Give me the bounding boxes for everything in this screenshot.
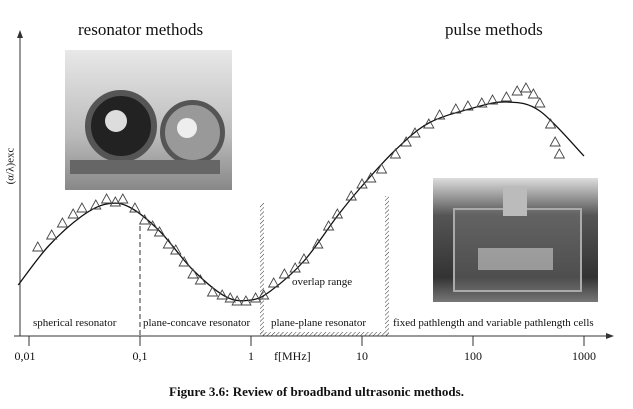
data-point-triangle (76, 202, 88, 213)
overlap-bottom-hatch (260, 332, 389, 336)
data-point-triangle (56, 217, 69, 228)
region-label-pathlength-cells: fixed pathlength and variable pathlength… (393, 317, 594, 329)
resonator-photo (65, 50, 232, 190)
data-point-triangle (500, 91, 513, 102)
data-point-triangle (520, 82, 532, 93)
data-point-triangle (312, 238, 324, 249)
data-point-triangle (216, 289, 228, 300)
heading-resonator-methods: resonator methods (78, 20, 204, 39)
data-point-triangle (231, 295, 243, 306)
data-point-triangle (257, 289, 270, 300)
overlap-left-hatch (260, 203, 264, 336)
data-point-triangle (365, 172, 377, 183)
data-point-triangle (375, 163, 388, 174)
x-tick-label: 1000 (572, 349, 596, 363)
data-point-triangle (289, 262, 301, 273)
data-point-triangle (549, 136, 561, 147)
data-point-triangle (544, 118, 557, 129)
data-point-triangle (146, 220, 159, 231)
data-point-triangle (138, 214, 151, 225)
data-point-triangle (462, 100, 474, 111)
data-point-triangle (90, 199, 102, 210)
heading-pulse-methods: pulse methods (445, 20, 543, 39)
region-label-spherical: spherical resonator (33, 317, 117, 329)
data-point-triangle (117, 193, 129, 204)
data-point-triangle (389, 148, 402, 159)
data-point-triangle (187, 268, 199, 279)
data-point-triangle (511, 85, 523, 96)
data-point-triangle (240, 295, 252, 306)
pulse-cell-photo (433, 178, 598, 302)
data-point-triangle (45, 229, 58, 240)
region-label-plane-plane: plane-plane resonator (271, 317, 366, 329)
data-point-triangle (67, 208, 79, 219)
data-point-triangle (553, 148, 566, 159)
data-point-triangle (423, 118, 435, 129)
data-point-triangle (476, 97, 488, 108)
data-point-triangle (527, 88, 540, 99)
y-axis-label: (α/λ)exc (4, 145, 17, 187)
data-point-triangle (153, 226, 166, 237)
data-point-triangle (486, 94, 499, 105)
data-point-triangle (267, 277, 280, 288)
data-point-triangle (409, 127, 421, 138)
data-point-triangle (162, 238, 175, 249)
x-axis-unit-label: f[MHz] (274, 349, 311, 363)
y-axis-arrow (17, 30, 23, 38)
data-point-triangle (32, 241, 44, 252)
x-tick-label: 1 (248, 349, 254, 363)
x-tick-label: 0,01 (14, 349, 36, 363)
data-point-triangle (278, 268, 291, 279)
overlap-range-label: overlap range (292, 276, 353, 288)
x-tick-label: 100 (464, 349, 482, 363)
data-point-triangle (100, 193, 113, 204)
x-axis-arrow (606, 333, 614, 339)
x-tick-label: 0,1 (132, 349, 148, 363)
x-tick-label: 10 (356, 349, 368, 363)
region-label-plane-concave: plane-concave resonator (143, 317, 251, 329)
data-point-triangle (534, 97, 546, 108)
figure-caption: Figure 3.6: Review of broadband ultrason… (169, 384, 464, 399)
data-point-triangle (298, 253, 310, 264)
data-point-triangle (109, 196, 122, 207)
data-point-triangle (331, 208, 344, 219)
data-point-triangle (224, 292, 236, 303)
data-point-triangle (322, 220, 335, 231)
data-point-triangle (356, 178, 368, 189)
data-point-triangle (433, 109, 446, 120)
data-point-triangle (450, 103, 462, 114)
data-point-triangle (249, 292, 262, 303)
fit-curve (17, 101, 585, 302)
data-point-triangle (206, 286, 219, 297)
data-point-triangle (170, 244, 182, 255)
data-point-triangle (194, 274, 207, 285)
data-point-triangle (178, 256, 190, 267)
overlap-right-hatch (385, 196, 389, 336)
data-point-triangle (345, 190, 358, 201)
data-point-triangle (129, 202, 141, 213)
data-point-triangle (400, 136, 412, 147)
